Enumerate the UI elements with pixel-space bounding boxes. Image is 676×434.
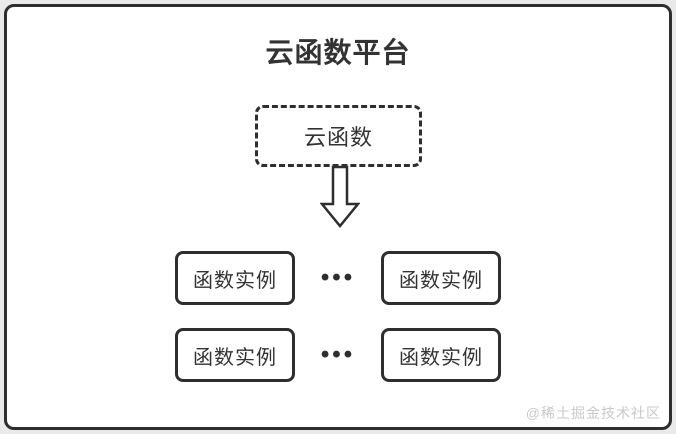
ellipsis-dots: ••• <box>320 341 356 368</box>
ellipsis-dots: ••• <box>320 264 356 291</box>
function-instance-label: 函数实例 <box>399 346 483 369</box>
function-instance-node: 函数实例 <box>175 328 295 382</box>
diagram-title: 云函数平台 <box>265 37 411 68</box>
function-instance-node: 函数实例 <box>381 251 501 305</box>
function-instance-node: 函数实例 <box>381 328 501 382</box>
cloud-function-node: 云函数 <box>255 105 422 167</box>
function-instance-label: 函数实例 <box>399 269 483 292</box>
function-instance-label: 函数实例 <box>193 346 277 369</box>
down-arrow-icon <box>320 165 360 228</box>
function-instance-label: 函数实例 <box>193 269 277 292</box>
cloud-function-node-label: 云函数 <box>303 125 373 150</box>
function-instance-node: 函数实例 <box>175 251 295 305</box>
watermark: @稀土掘金技术社区 <box>525 405 661 421</box>
